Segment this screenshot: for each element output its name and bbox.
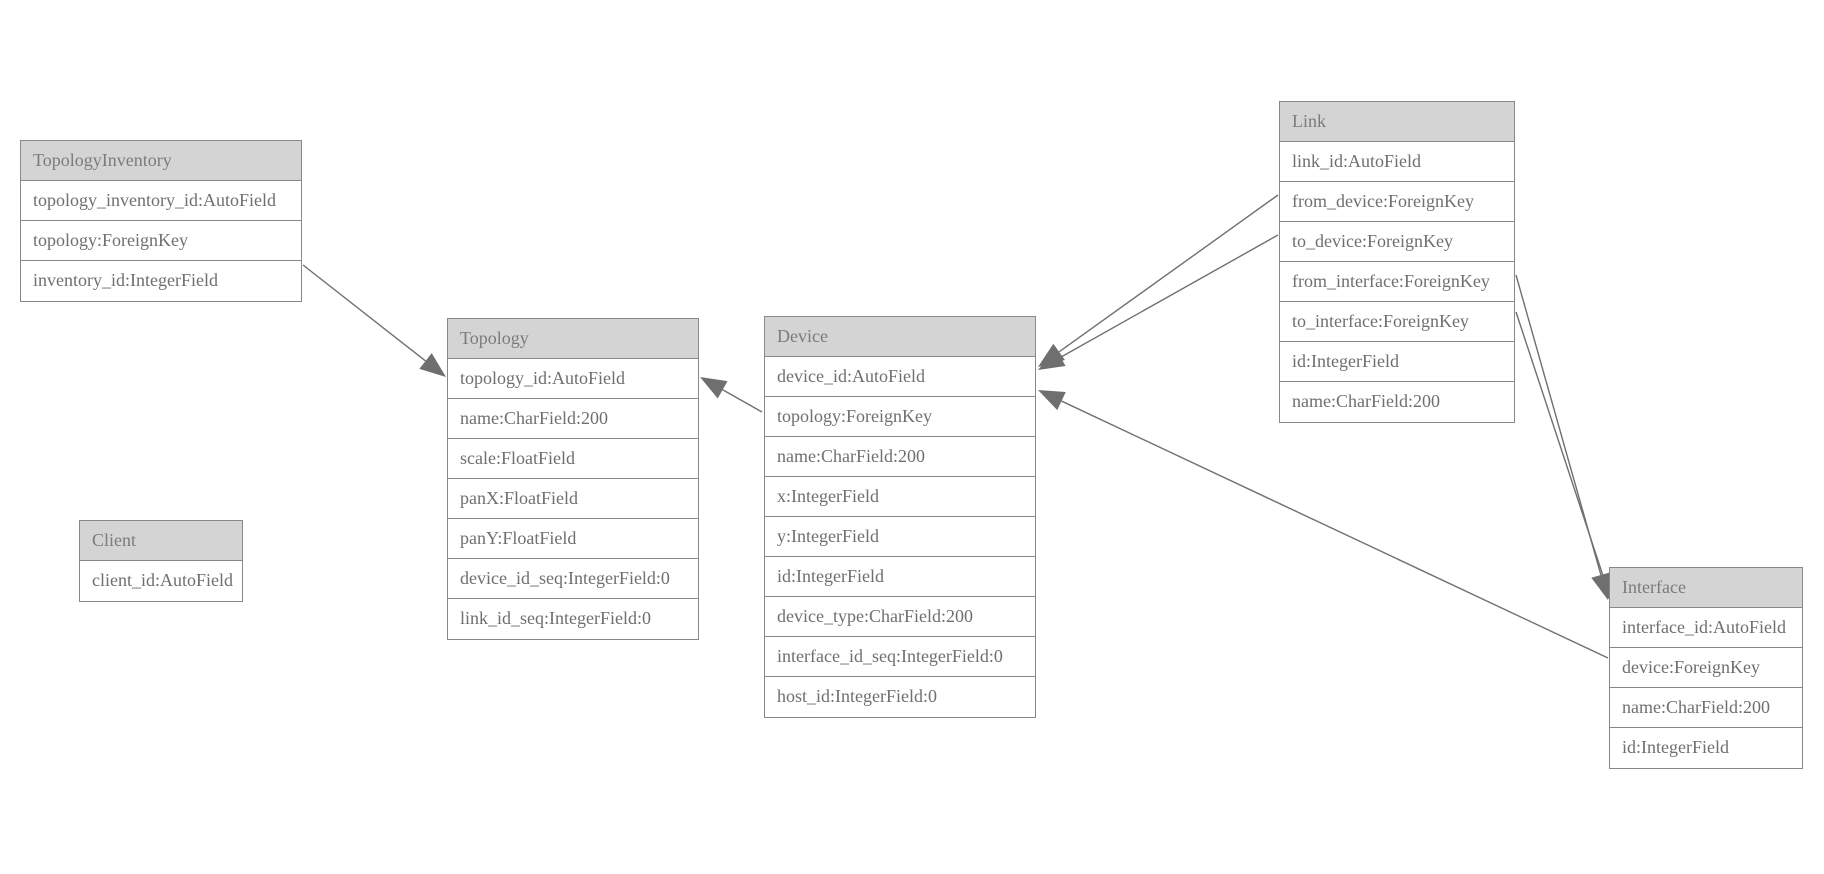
relationship-line xyxy=(1061,400,1609,659)
entity-client[interactable]: Client client_id:AutoField xyxy=(79,520,243,602)
relationship-edge xyxy=(1515,274,1611,600)
entity-field: panY:FloatField xyxy=(448,519,698,559)
entity-interface[interactable]: Interface interface_id:AutoField device:… xyxy=(1609,567,1803,769)
entity-field: from_interface:ForeignKey xyxy=(1280,262,1514,302)
entity-field: id:IntegerField xyxy=(1280,342,1514,382)
entity-field: topology_id:AutoField xyxy=(448,359,698,399)
entity-title: Client xyxy=(80,521,242,561)
relationship-edge xyxy=(1038,194,1279,367)
relationship-line xyxy=(1060,234,1279,358)
entity-topology[interactable]: Topology topology_id:AutoField name:Char… xyxy=(447,318,699,640)
relationship-line xyxy=(302,264,426,362)
entity-field: link_id:AutoField xyxy=(1280,142,1514,182)
relationship-arrowhead-icon xyxy=(419,353,446,377)
entity-field: id:IntegerField xyxy=(1610,728,1802,768)
entity-link[interactable]: Link link_id:AutoField from_device:Forei… xyxy=(1279,101,1515,423)
entity-field: to_interface:ForeignKey xyxy=(1280,302,1514,342)
entity-title: Link xyxy=(1280,102,1514,142)
relationship-arrowhead-icon xyxy=(1591,572,1611,600)
entity-field: device_id_seq:IntegerField:0 xyxy=(448,559,698,599)
entity-field: interface_id:AutoField xyxy=(1610,608,1802,648)
entity-field: to_device:ForeignKey xyxy=(1280,222,1514,262)
entity-field: device_type:CharField:200 xyxy=(765,597,1035,637)
entity-field: from_device:ForeignKey xyxy=(1280,182,1514,222)
entity-field: name:CharField:200 xyxy=(448,399,698,439)
relationship-line xyxy=(1515,311,1605,579)
entity-field: link_id_seq:IntegerField:0 xyxy=(448,599,698,639)
entity-field: id:IntegerField xyxy=(765,557,1035,597)
entity-field: topology:ForeignKey xyxy=(765,397,1035,437)
entity-field: scale:FloatField xyxy=(448,439,698,479)
relationship-line xyxy=(1058,194,1279,353)
entity-title: Topology xyxy=(448,319,698,359)
entity-field: host_id:IntegerField:0 xyxy=(765,677,1035,717)
relationship-edge xyxy=(302,264,446,377)
entity-field: panX:FloatField xyxy=(448,479,698,519)
relationship-arrowhead-icon xyxy=(700,377,728,399)
entity-field: client_id:AutoField xyxy=(80,561,242,601)
entity-field: interface_id_seq:IntegerField:0 xyxy=(765,637,1035,677)
entity-field: topology_inventory_id:AutoField xyxy=(21,181,301,221)
entity-device[interactable]: Device device_id:AutoField topology:Fore… xyxy=(764,316,1036,718)
entity-field: topology:ForeignKey xyxy=(21,221,301,261)
entity-field: device_id:AutoField xyxy=(765,357,1035,397)
relationship-edge xyxy=(700,377,763,413)
relationship-arrowhead-icon xyxy=(1038,390,1066,411)
entity-field: x:IntegerField xyxy=(765,477,1035,517)
entity-field: name:CharField:200 xyxy=(1280,382,1514,422)
relationship-arrowhead-icon xyxy=(1038,343,1065,367)
relationship-edge xyxy=(1038,234,1279,370)
relationship-line xyxy=(1515,274,1602,576)
entity-topology-inventory[interactable]: TopologyInventory topology_inventory_id:… xyxy=(20,140,302,302)
relationship-edge xyxy=(1515,311,1614,603)
relationship-line xyxy=(722,389,763,413)
entity-field: device:ForeignKey xyxy=(1610,648,1802,688)
entity-field: y:IntegerField xyxy=(765,517,1035,557)
relationship-arrowhead-icon xyxy=(1038,348,1066,370)
entity-title: TopologyInventory xyxy=(21,141,301,181)
relationship-edge xyxy=(1038,390,1609,659)
entity-field: name:CharField:200 xyxy=(765,437,1035,477)
entity-field: inventory_id:IntegerField xyxy=(21,261,301,301)
entity-field: name:CharField:200 xyxy=(1610,688,1802,728)
entity-title: Interface xyxy=(1610,568,1802,608)
entity-title: Device xyxy=(765,317,1035,357)
